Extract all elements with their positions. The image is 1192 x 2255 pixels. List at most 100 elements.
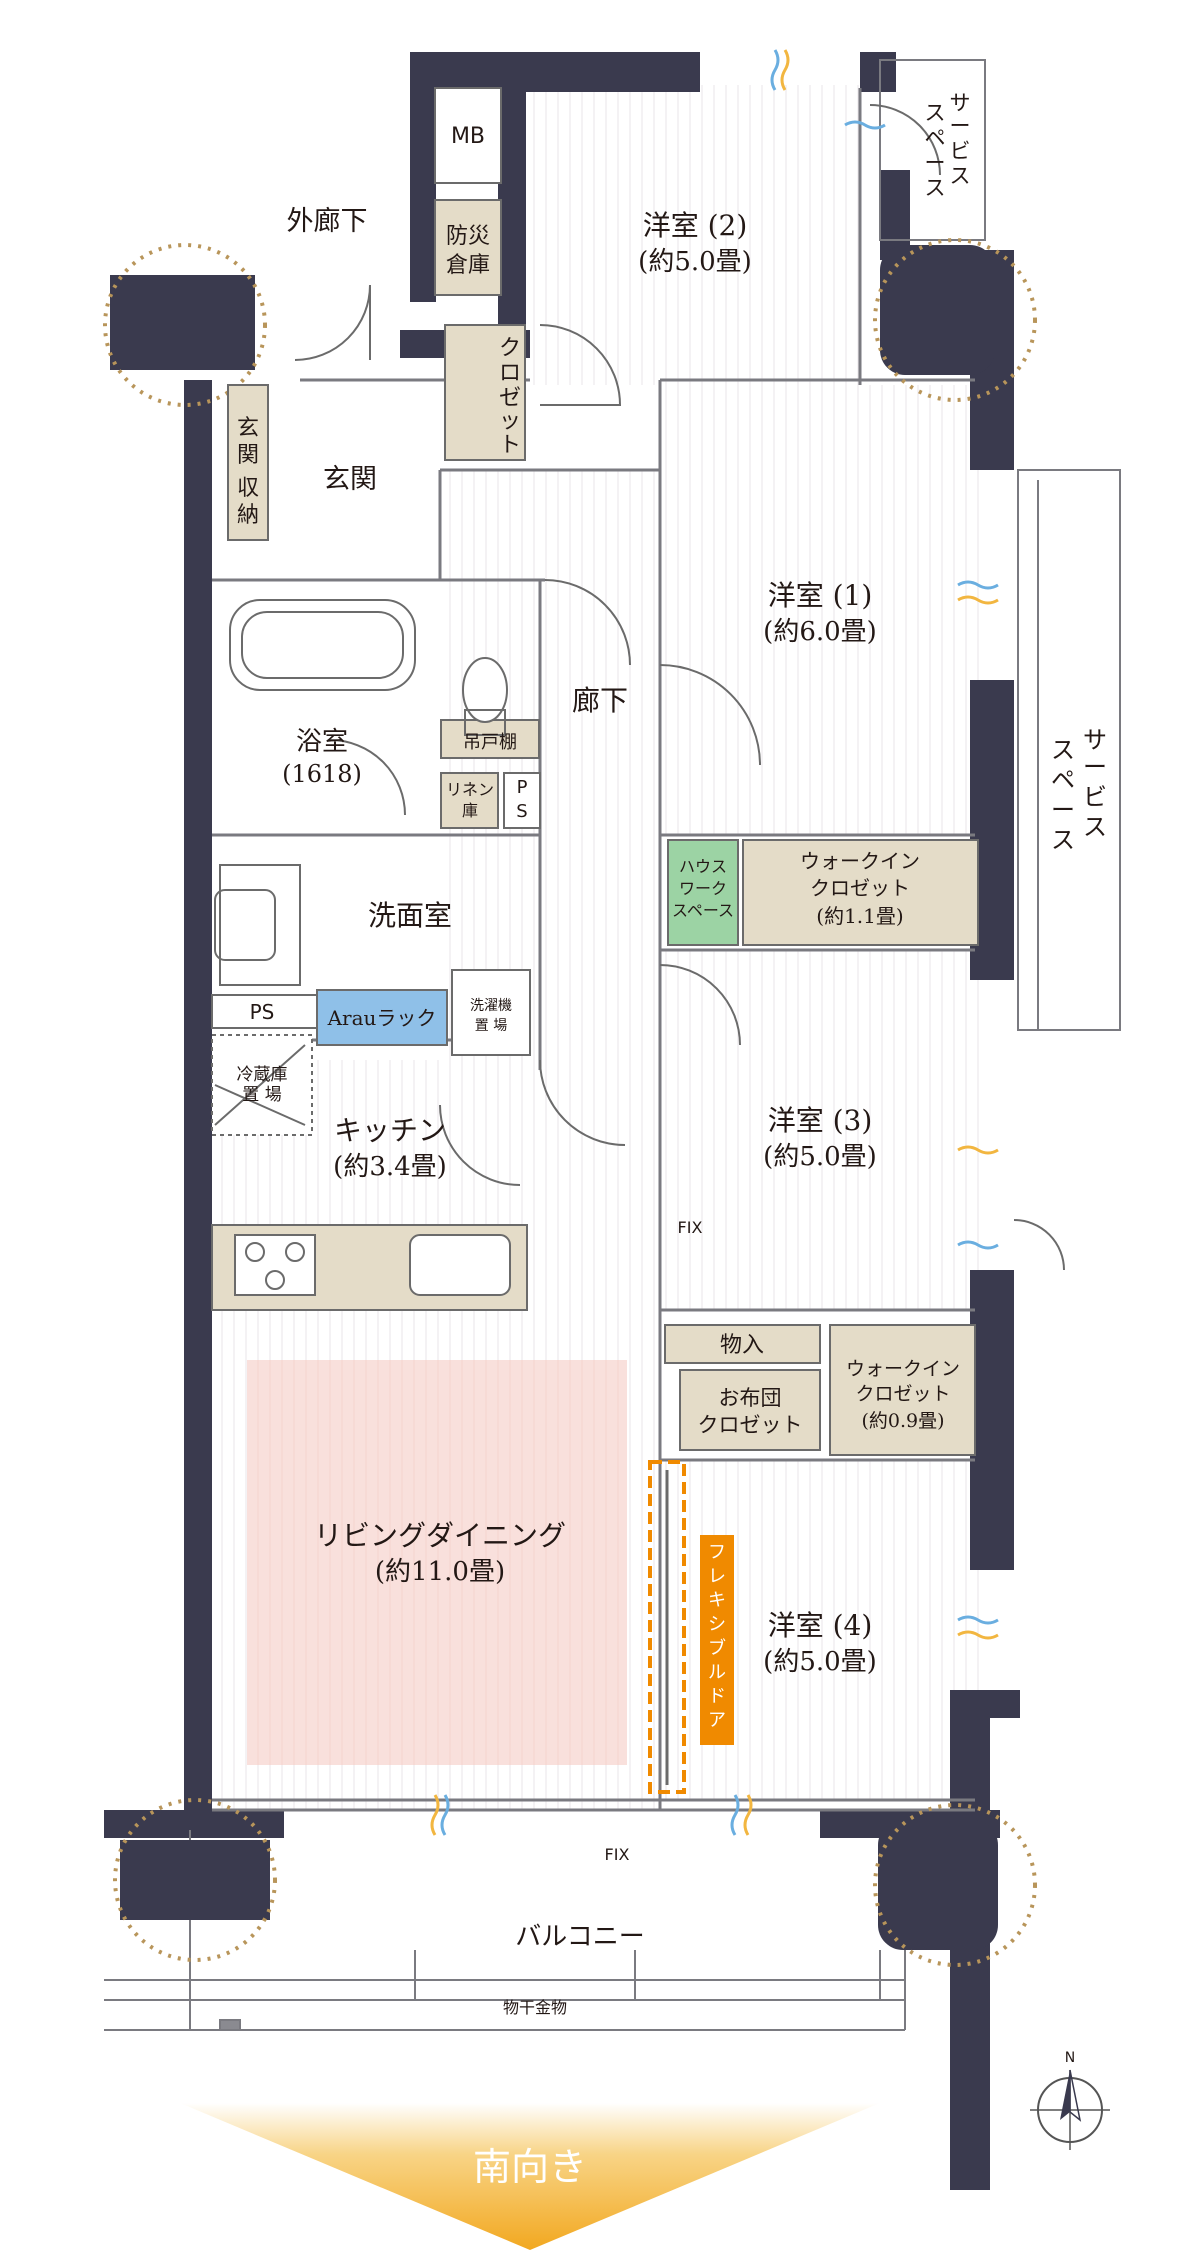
service-space-right: サ ー ビ ス ス ペ ー ス	[1051, 726, 1107, 854]
entrance-storage-char: 納	[237, 503, 259, 528]
room-western-1-size: (約6.0畳)	[763, 617, 877, 647]
flexible-door-char: レ	[708, 1566, 726, 1587]
service-space-top: サ ー ビ ス ス ペ ー ス	[925, 91, 971, 200]
ps-h-label: PS	[250, 1000, 275, 1024]
house-work-label-1: ハウス	[679, 857, 727, 876]
flexible-door-char: フ	[708, 1542, 726, 1563]
closet-char: ト	[499, 433, 521, 458]
linen-label-2: 庫	[462, 801, 478, 820]
house-work-label-2: ワーク	[679, 879, 727, 898]
drying-rack-label: 物干金物	[503, 1998, 567, 2017]
room-western-4-size: (約5.0畳)	[763, 1647, 877, 1677]
room-living-name: リビングダイニング	[314, 1519, 566, 1552]
service-space-right-char: ー	[1051, 796, 1075, 824]
room-bath-name: 浴室	[296, 727, 348, 757]
partitions	[212, 88, 975, 1812]
wic1-label-2: クロゼット	[810, 876, 910, 900]
compass-n-label: N	[1065, 2050, 1075, 2066]
fridge-label-1: 冷蔵庫	[237, 1065, 288, 1085]
hanging-shelf-label: 吊戸棚	[463, 732, 517, 753]
bosai-label-2: 倉庫	[446, 253, 490, 278]
service-space-right-char: サ	[1083, 726, 1107, 754]
room-living-size: (約11.0畳)	[375, 1557, 505, 1587]
room-western-3-size: (約5.0畳)	[763, 1142, 877, 1172]
storage-labels: MB 防災 倉庫 玄 関 収 納 ク ロ ゼ ッ ト 吊戸棚 リネン 庫 P S…	[237, 124, 961, 1437]
service-space-right-char: ペ	[1051, 766, 1075, 794]
entrance-storage-char: 収	[237, 476, 259, 501]
service-space-top-char: ペ	[925, 126, 946, 150]
service-space-top-char: ス	[950, 164, 971, 188]
room-kitchen-size: (約3.4畳)	[333, 1152, 447, 1182]
room-western-4-name: 洋室 (4)	[768, 1609, 873, 1642]
service-space-right-char: ス	[1051, 826, 1075, 854]
service-space-top-char: ー	[925, 151, 946, 175]
flexible-door-char: シ	[708, 1614, 726, 1635]
room-western-2-size: (約5.0畳)	[638, 247, 752, 277]
flexible-door	[648, 1460, 734, 1794]
room-western-1-name: 洋室 (1)	[768, 579, 873, 612]
washer-label-1: 洗濯機	[470, 998, 512, 1014]
flexible-door-char: キ	[708, 1590, 726, 1611]
outer-corridor-label: 外廊下	[287, 206, 368, 237]
doors	[294, 104, 1065, 1271]
balcony-outline	[104, 59, 1121, 2031]
flexible-door-label: フ レ キ シ ブ ル ド ア	[708, 1542, 726, 1731]
storage-blocks	[211, 87, 979, 1456]
room-entrance-name: 玄関	[323, 464, 377, 495]
misc-labels: FIX FIX 物干金物	[503, 1218, 702, 2017]
house-work-label-3: スペース	[672, 901, 734, 920]
flexible-door-char: ル	[708, 1662, 726, 1683]
floor-fills	[210, 85, 980, 1810]
orientation-label: 南向き	[473, 2145, 587, 2189]
orientation-arrow: 南向き	[180, 2103, 880, 2250]
service-space-top-char: ビ	[950, 139, 971, 163]
mb-label: MB	[451, 124, 485, 149]
wic2-label-3: (約0.9畳)	[861, 1410, 944, 1432]
room-kitchen-name: キッチン	[334, 1114, 446, 1147]
windows	[430, 49, 999, 1836]
closet-char: ク	[499, 336, 521, 361]
monoire-label: 物入	[720, 1333, 764, 1358]
room-bath-size: (1618)	[282, 760, 362, 788]
wic2-label-2: クロゼット	[855, 1383, 950, 1405]
pillars	[103, 238, 1037, 1967]
service-space-top-char: サ	[950, 91, 971, 115]
living-highlight	[247, 1360, 627, 1765]
entrance-storage-char: 関	[237, 443, 259, 468]
arau-rack-label: Arauラック	[327, 1006, 437, 1030]
closet-char: ロ	[499, 361, 521, 386]
futon-label-2: クロゼット	[698, 1413, 803, 1437]
balcony-label: バルコニー	[515, 1922, 644, 1952]
washer-label-2: 置 場	[475, 1018, 507, 1034]
linen-label-1: リネン	[446, 780, 494, 799]
ps-label-2: S	[516, 801, 527, 822]
service-space-right-char: ス	[1083, 813, 1107, 841]
fix-label-bottom: FIX	[605, 1845, 630, 1864]
service-space-right-char: ス	[1051, 736, 1075, 764]
closet-char: ッ	[499, 409, 521, 434]
fridge-label-2: 置 場	[242, 1085, 281, 1105]
room-labels: 洋室 (2) (約5.0畳) 洋室 (1) (約6.0畳) 洋室 (3) (約5…	[282, 206, 877, 1952]
fix-label-room3: FIX	[678, 1218, 703, 1237]
closet-char: ゼ	[499, 386, 521, 411]
service-space-top-char: ス	[925, 101, 946, 125]
wic1-label-3: (約1.1畳)	[816, 904, 903, 928]
service-space-top-char: ー	[950, 114, 971, 138]
fixtures	[214, 599, 511, 1296]
futon-label-1: お布団	[719, 1386, 782, 1410]
ps-label-1: P	[517, 777, 528, 798]
room-hallway-name: 廊下	[572, 684, 628, 717]
room-western-2-name: 洋室 (2)	[643, 209, 748, 242]
flexible-door-char: ド	[708, 1686, 726, 1707]
service-space-right-char: ー	[1083, 753, 1107, 781]
flexible-door-char: ブ	[708, 1637, 726, 1659]
service-space-right-char: ビ	[1083, 783, 1107, 811]
compass: N	[1030, 2050, 1110, 2150]
room-washroom-name: 洗面室	[368, 899, 452, 932]
entrance-storage-char: 玄	[237, 416, 259, 441]
wic1-label-1: ウォークイン	[800, 849, 920, 873]
flexible-door-char: ア	[708, 1710, 726, 1731]
wic2-label-1: ウォークイン	[846, 1358, 960, 1380]
room-western-3-name: 洋室 (3)	[768, 1104, 873, 1137]
